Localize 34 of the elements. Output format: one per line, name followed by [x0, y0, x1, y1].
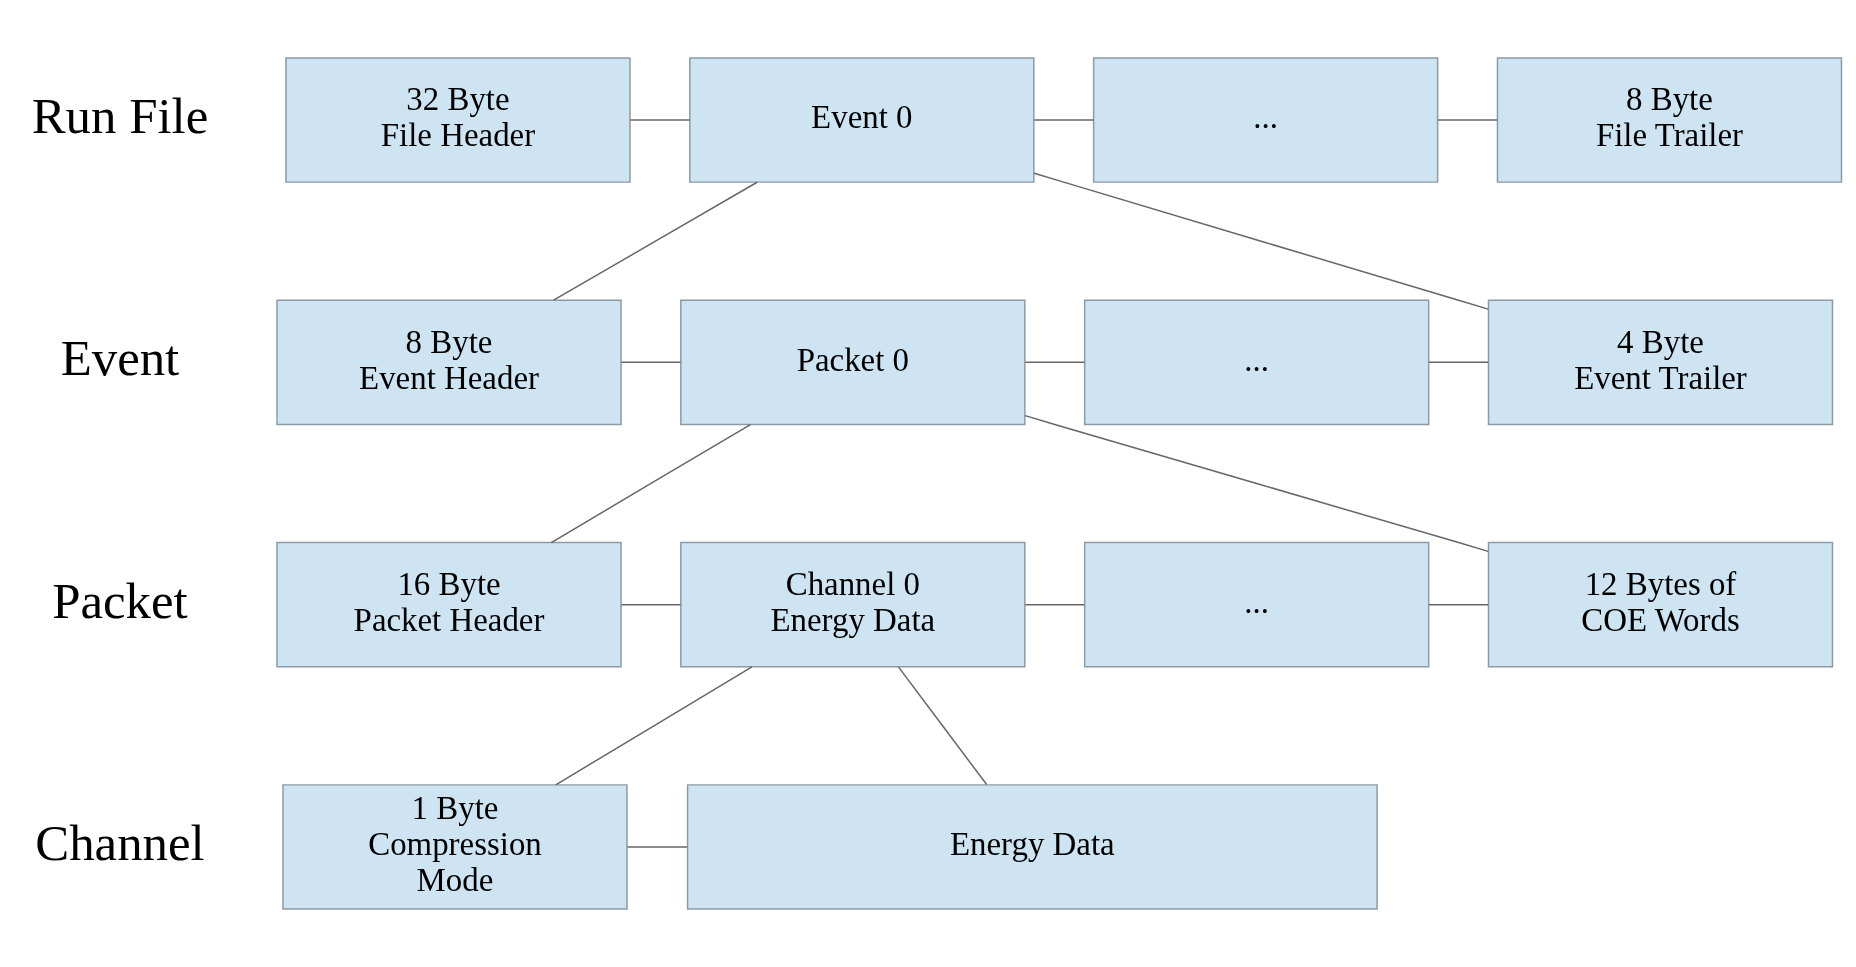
connector [626, 846, 688, 848]
label: Event [60, 330, 180, 387]
connector [620, 603, 682, 606]
connector [620, 361, 682, 364]
label: Channel [35, 814, 205, 871]
connector [1033, 172, 1489, 310]
node-box: 1 Byte Compression Mode [282, 784, 628, 910]
connector [897, 666, 988, 786]
node-box: ... [1083, 299, 1430, 426]
label: Run File [31, 88, 209, 145]
connector [1033, 119, 1095, 121]
connector [629, 119, 691, 121]
node-box: Event 0 [689, 57, 1035, 183]
connector [1024, 603, 1086, 606]
label: Packet [52, 572, 188, 629]
connector [1437, 119, 1498, 121]
connector [1428, 603, 1489, 606]
node-box: ... [1092, 57, 1439, 183]
node-box: 8 Byte File Trailer [1496, 57, 1843, 183]
node-box: 32 Byte File Header [285, 57, 631, 183]
connector [550, 423, 752, 544]
node-box: Energy Data [686, 784, 1378, 910]
node-box: Channel 0 Energy Data [680, 541, 1026, 668]
node-box: 8 Byte Event Header [276, 299, 622, 426]
node-box: ... [1083, 541, 1430, 668]
connector [552, 181, 758, 301]
node-box: Packet 0 [680, 299, 1026, 426]
connector [1024, 414, 1489, 553]
node-box: 4 Byte Event Trailer [1487, 299, 1834, 426]
node-box: 16 Byte Packet Header [276, 541, 622, 668]
node-box: 12 Bytes of COE Words [1487, 541, 1834, 668]
connector [1024, 361, 1086, 364]
connector [1428, 361, 1489, 364]
connector [555, 666, 753, 786]
